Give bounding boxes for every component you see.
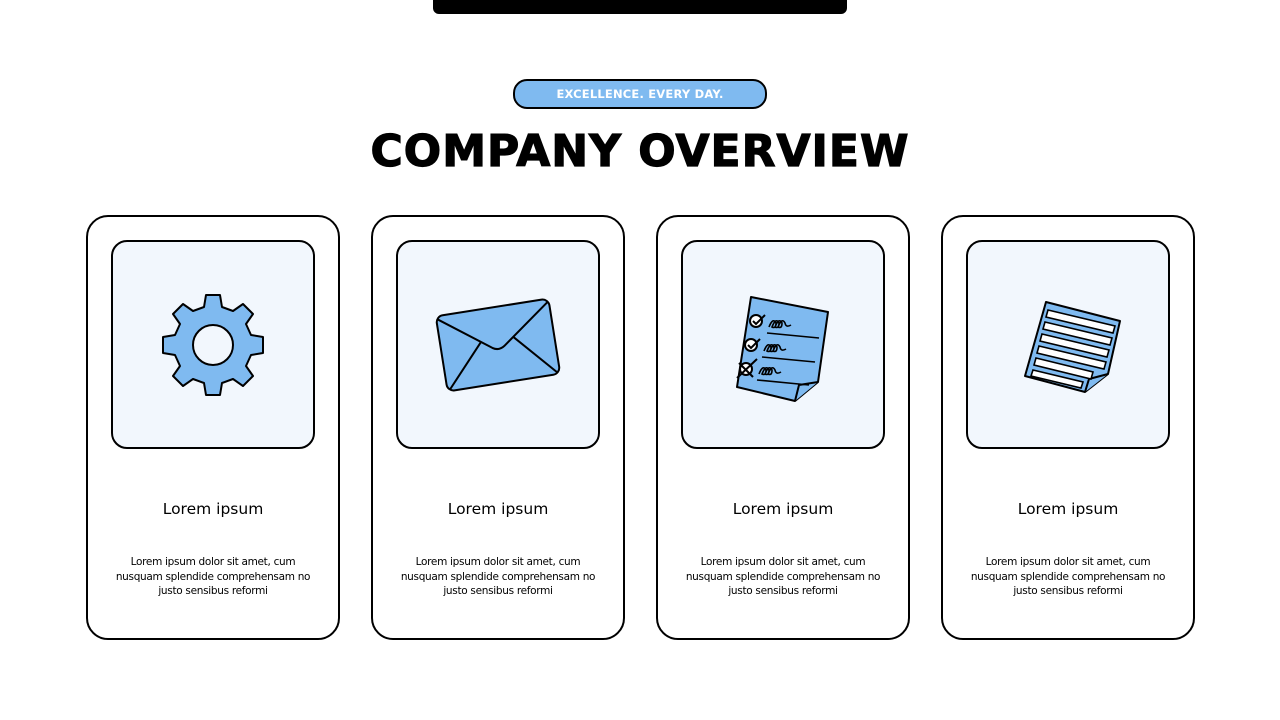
card-title: Lorem ipsum — [162, 500, 264, 518]
icon-box — [396, 240, 600, 449]
overview-card-1: Lorem ipsum Lorem ipsum dolor sit amet, … — [86, 215, 340, 640]
card-title: Lorem ipsum — [1017, 500, 1119, 518]
icon-box — [681, 240, 885, 449]
overview-card-2: Lorem ipsum Lorem ipsum dolor sit amet, … — [371, 215, 625, 640]
card-description: Lorem ipsum dolor sit amet, cum nusquam … — [115, 556, 311, 597]
card-description: Lorem ipsum dolor sit amet, cum nusquam … — [685, 556, 881, 597]
tagline-badge: EXCELLENCE. EVERY DAY. — [513, 79, 767, 109]
card-title: Lorem ipsum — [732, 500, 834, 518]
checklist-icon — [736, 295, 829, 402]
icon-box — [111, 240, 315, 449]
card-description: Lorem ipsum dolor sit amet, cum nusquam … — [400, 556, 596, 597]
overview-card-4: Lorem ipsum Lorem ipsum dolor sit amet, … — [941, 215, 1195, 640]
icon-box — [966, 240, 1170, 449]
page-title: COMPANY OVERVIEW — [370, 125, 910, 177]
top-decorative-bar — [433, 0, 847, 14]
overview-card-3: Lorem ipsum Lorem ipsum dolor sit amet, … — [656, 215, 910, 640]
gear-icon — [162, 293, 264, 396]
document-icon — [1024, 300, 1121, 393]
tagline-text: EXCELLENCE. EVERY DAY. — [556, 87, 724, 101]
envelope-icon — [435, 298, 561, 391]
card-title: Lorem ipsum — [447, 500, 549, 518]
card-description: Lorem ipsum dolor sit amet, cum nusquam … — [970, 556, 1166, 597]
